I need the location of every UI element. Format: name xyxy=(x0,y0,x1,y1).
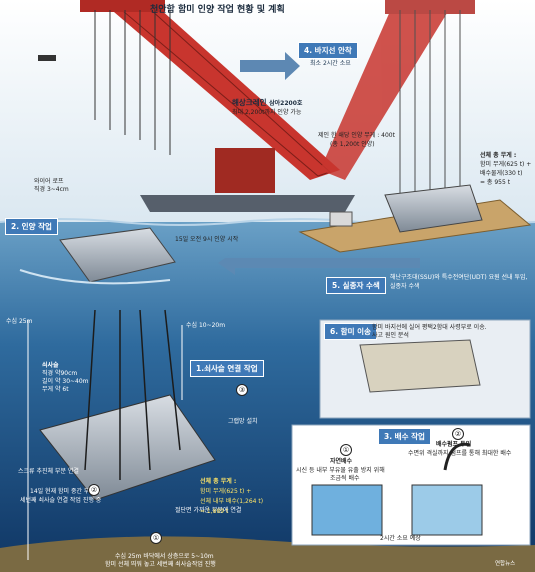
page-title: 천안함 함미 인양 작업 현황 및 계획 xyxy=(150,5,285,15)
helicopter xyxy=(38,55,56,61)
hull-weight-l2: 함미 무게(625 t) + xyxy=(200,488,252,495)
hull-underwater xyxy=(39,394,216,501)
chain-l4: 무게 약 6t xyxy=(42,386,69,393)
credit: 연합뉴스 xyxy=(495,561,516,567)
barge-cabin xyxy=(329,211,353,227)
cut-side-label: 절단면 가까운 부분에 연결 xyxy=(175,507,242,514)
wire-rope-l2: 직경 3~4cm xyxy=(34,186,69,193)
circle-number-3: ③ xyxy=(236,384,248,396)
drain-natural-num: ① xyxy=(340,444,352,456)
hull-total-l4: = 총 955 t xyxy=(480,179,511,186)
hull-weight-l3: 선체 내부 배수(1,264 t) xyxy=(200,498,264,505)
chain-l3: 길이 약 30~40m xyxy=(42,378,89,385)
crane-name: 해상크레인 삼아2200호 xyxy=(232,98,303,107)
chain-l1: 쇠사슬 xyxy=(42,362,59,369)
drain-natural-l2: 조금씩 배수 xyxy=(330,475,360,482)
step5-note-l2: 실종자 수색 xyxy=(390,283,420,290)
drain-tank-1 xyxy=(311,484,383,536)
arrow-to-search xyxy=(218,251,420,275)
hull-lifting xyxy=(59,227,176,283)
step2-note: 15일 오전 9시 인양 시작 xyxy=(175,236,239,243)
note14-l2: 세번째 쇠사슬 연결 작업 진행 중 xyxy=(20,497,102,504)
drain-pump-title: 배수펌프 투입 xyxy=(436,441,472,448)
step1-badge: 1.쇠사슬 연결 작업 xyxy=(190,360,264,377)
lift-weight-l1: 제인 한 쇄당 인양 무게 : 400t xyxy=(318,132,395,139)
step5-badge: 5. 실종자 수색 xyxy=(326,277,386,294)
hull-on-barge xyxy=(384,184,483,233)
hull-total-l3: 배수물게(330 t) xyxy=(480,170,523,177)
seabed-note-l1: 수심 25m 바닥에서 상층으로 5~10m xyxy=(115,553,214,560)
drain-natural-title: 자연배수 xyxy=(330,458,353,465)
hull-weight-l1: 선체 총 무게 : xyxy=(200,478,237,485)
panel-step6-ship xyxy=(359,339,481,393)
step6-badge: 6. 함미 이송 xyxy=(324,323,377,340)
seabed xyxy=(0,536,535,572)
step2-badge: 2. 인양 작업 xyxy=(5,218,58,235)
pump-hose xyxy=(443,442,471,471)
underwater-chains xyxy=(84,309,181,480)
hull-total-l2: 함미 무게(625 t) + xyxy=(480,161,532,168)
drain-tank-2 xyxy=(411,484,483,536)
left-crane xyxy=(80,0,355,212)
drain-pump-num: ② xyxy=(452,428,464,440)
chain-l2: 직경 약90cm xyxy=(42,370,78,377)
step6-note-l1: 함미 바지선에 실어 평택2함대 사령부로 이송. xyxy=(372,324,487,331)
guide-rope-label: 그랩망 설치 xyxy=(228,418,258,425)
drain-time: 2시간 소요 예상 xyxy=(380,535,421,542)
crane-capacity: 최대 2,200t까지 인양 가능 xyxy=(232,109,302,116)
step4-note: 최소 2시간 소요 xyxy=(310,60,351,67)
hull-weight-l4: = 1,889 t xyxy=(200,508,229,515)
drain-pump-l1: 수면위 격실까지 펌프를 통해 최대한 배수 xyxy=(408,450,512,457)
circle-number-2: ② xyxy=(88,484,100,496)
depth-left: 수심 25m xyxy=(6,318,33,325)
screw-label: 스크류 추진체 부분 연결 xyxy=(18,468,79,475)
step5-note-l1: 해난구조대(SSU)와 특수전여단(UDT) 요원 선내 투입, xyxy=(390,274,528,281)
step4-badge: 4. 바지선 안착 xyxy=(298,42,358,59)
drain-natural-l1: 시신 등 내부 부유물 유출 방지 위해 xyxy=(296,467,385,474)
right-crane xyxy=(320,0,475,205)
step3-badge: 3. 배수 작업 xyxy=(378,428,431,445)
note14-l1: 14일 현재 함미 중간 부분에 xyxy=(30,488,101,495)
hull-total-l1: 선체 총 무게 : xyxy=(480,152,517,159)
wire-rope-l1: 와이어 로프 xyxy=(34,178,64,185)
circle-number-1: ① xyxy=(150,532,162,544)
arrow-to-barge xyxy=(240,52,300,80)
depth-right: 수심 10~20m xyxy=(186,322,226,329)
step6-note-l2: 사고 원인 분석 xyxy=(372,332,409,339)
seabed-note-l2: 함미 선체 띄워 놓고 세번째 쇠사슬작업 진행 xyxy=(105,561,216,568)
lift-weight-l2: (총 1,200t 인양) xyxy=(330,141,375,148)
